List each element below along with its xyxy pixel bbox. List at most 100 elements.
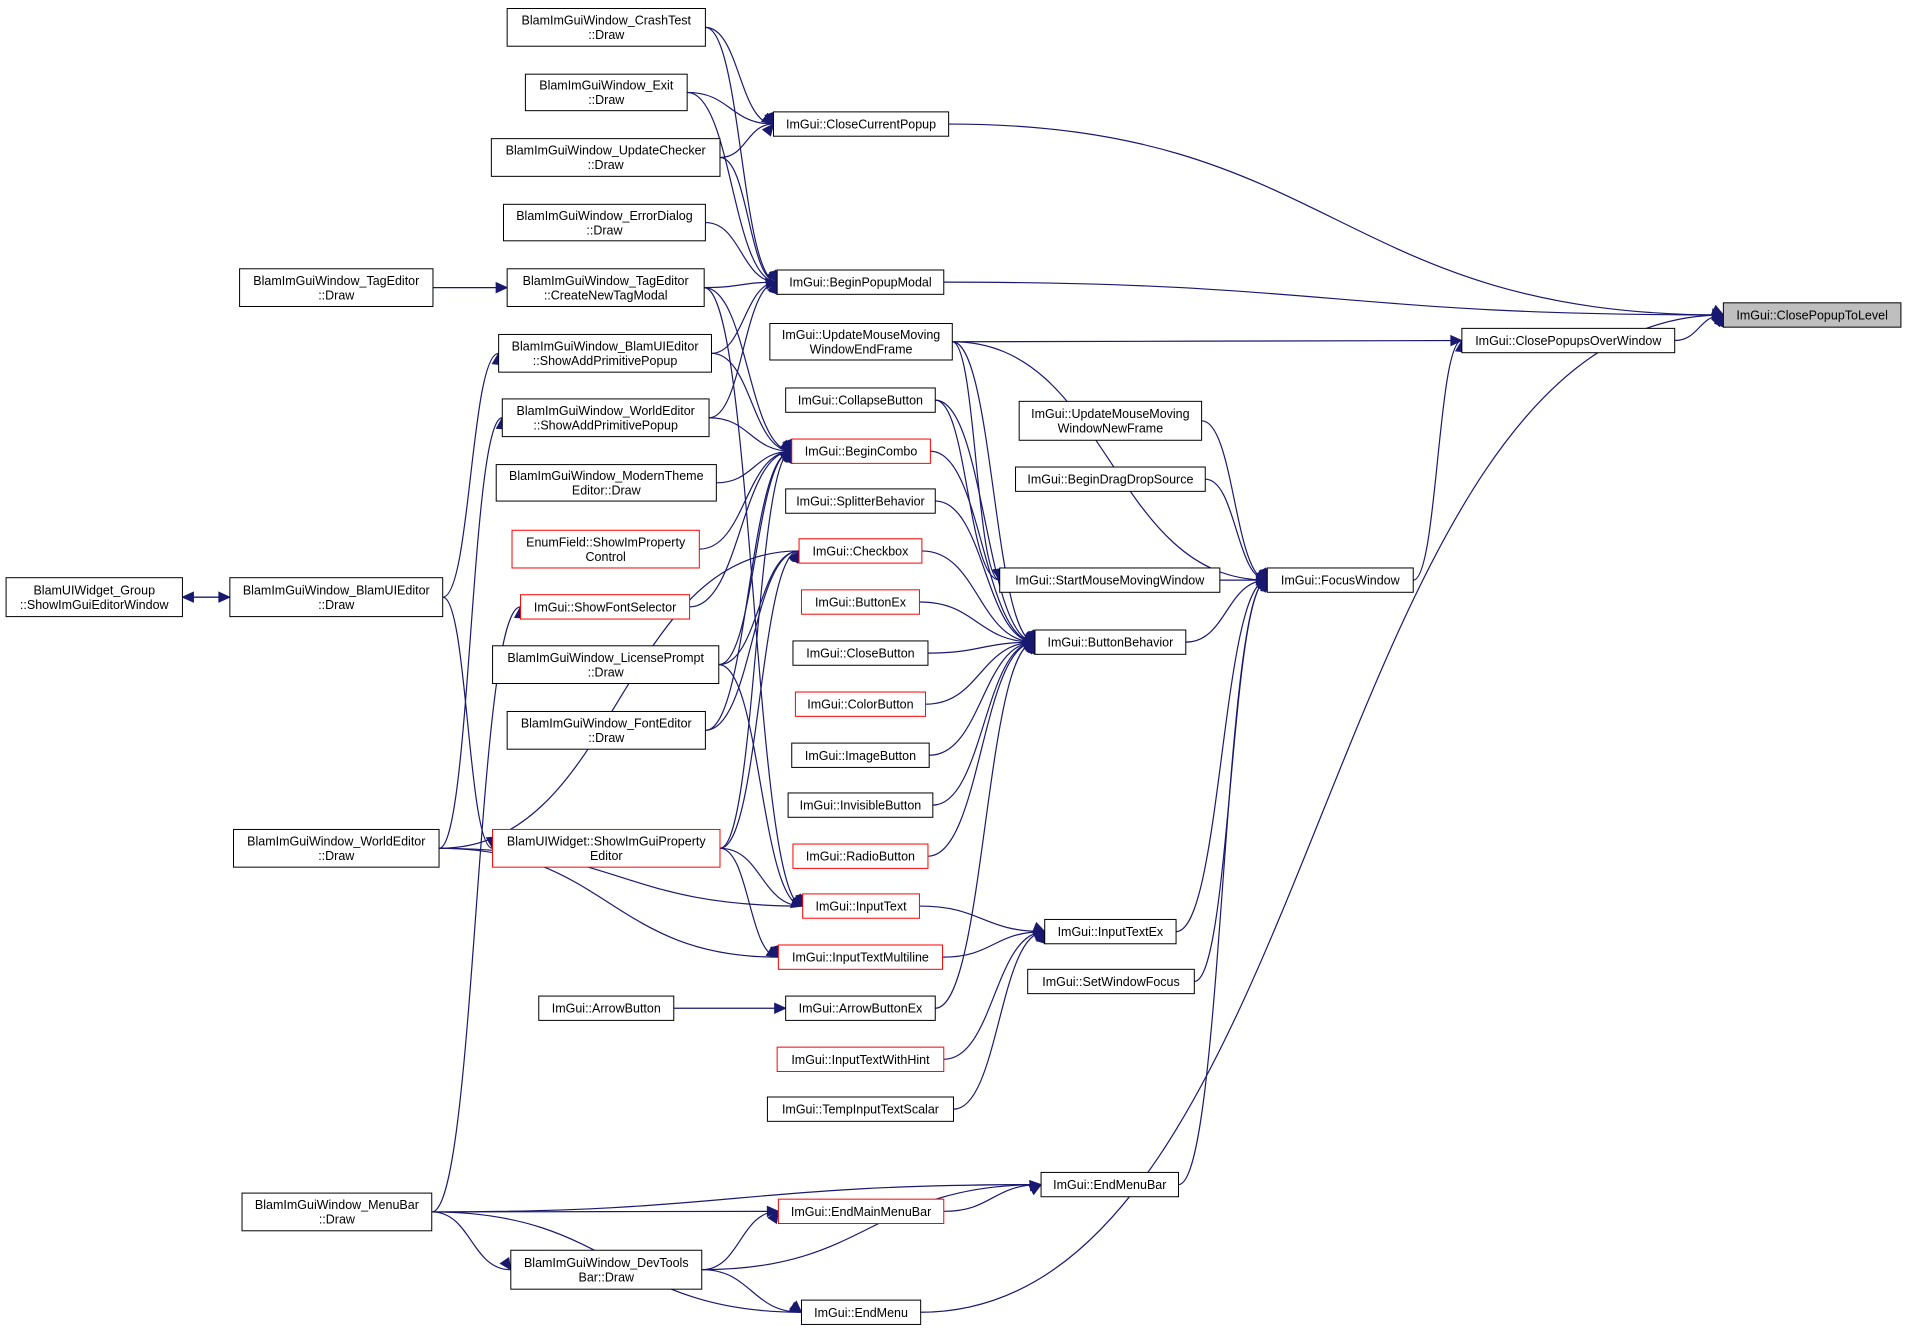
node-begindragdrop[interactable]: ImGui::BeginDragDropSource: [1015, 466, 1206, 492]
node-widget_group[interactable]: BlamUIWidget_Group::ShowImGuiEditorWindo…: [5, 577, 183, 618]
node-box: [777, 1198, 945, 1224]
node-endmainmenubar[interactable]: ImGui::EndMainMenuBar: [777, 1198, 945, 1224]
edge-arrowhead: [1028, 1184, 1043, 1195]
node-inputtext[interactable]: ImGui::InputText: [802, 893, 920, 919]
node-buttonex[interactable]: ImGui::ButtonEx: [800, 589, 920, 615]
node-invisiblebutton[interactable]: ImGui::InvisibleButton: [787, 792, 934, 818]
node-closepopuptolevel[interactable]: ImGui::ClosePopupToLevel: [1722, 302, 1902, 328]
node-blamui_addprim[interactable]: BlamImGuiWindow_BlamUIEditor::ShowAddPri…: [498, 333, 712, 373]
edge-startmousemoving-to-updatemousemoving_end: [952, 341, 1000, 581]
edge-begincombo-to-showprop: [719, 450, 792, 849]
node-label-line: ImGui::BeginPopupModal: [789, 276, 931, 290]
node-closepopupsover[interactable]: ImGui::ClosePopupsOverWindow: [1461, 327, 1676, 354]
edge-startmousemoving-to-collapsebutton: [935, 399, 1000, 581]
node-endmenubar[interactable]: ImGui::EndMenuBar: [1040, 1171, 1179, 1198]
node-label-line: ImGui::UpdateMouseMoving: [782, 328, 940, 342]
node-label-line: WindowNewFrame: [1058, 422, 1164, 436]
node-box: [1018, 400, 1203, 441]
node-arrowbutton[interactable]: ImGui::ArrowButton: [538, 995, 675, 1021]
node-errordialog[interactable]: BlamImGuiWindow_ErrorDialog::Draw: [503, 203, 706, 242]
node-label-line: ImGui::ButtonEx: [815, 596, 907, 610]
node-label-line: ImGui::BeginCombo: [805, 445, 918, 459]
edge-begincombo-to-fonteditor: [705, 450, 792, 731]
edge-devtools-to-menubar_draw: [431, 1211, 511, 1271]
node-endmenu[interactable]: ImGui::EndMenu: [800, 1299, 922, 1325]
node-label-line: ImGui::TempInputTextScalar: [782, 1103, 939, 1117]
node-arrowbuttonex[interactable]: ImGui::ArrowButtonEx: [785, 995, 936, 1021]
node-menubar_draw[interactable]: BlamImGuiWindow_MenuBar::Draw: [241, 1192, 433, 1232]
node-world_addprim[interactable]: BlamImGuiWindow_WorldEditor::ShowAddPrim…: [501, 398, 710, 438]
node-inputtexthint[interactable]: ImGui::InputTextWithHint: [776, 1046, 945, 1072]
node-startmousemoving[interactable]: ImGui::StartMouseMovingWindow: [999, 567, 1221, 593]
node-inputtextmulti[interactable]: ImGui::InputTextMultiline: [777, 944, 944, 970]
node-label-line: ::Draw: [588, 731, 625, 745]
node-label-line: ImGui::CloseCurrentPopup: [786, 118, 936, 132]
node-setwindowfocus[interactable]: ImGui::SetWindowFocus: [1027, 968, 1195, 995]
node-label-line: ImGui::InvisibleButton: [800, 799, 922, 813]
node-label-line: BlamImGuiWindow_WorldEditor: [247, 835, 425, 849]
edge-buttonbehavior-to-colorbutton: [925, 641, 1035, 705]
node-box: [785, 995, 936, 1021]
edge-begincombo-to-tageditor_modal: [704, 287, 792, 452]
node-box: [800, 589, 920, 615]
node-box: [776, 1046, 945, 1072]
node-collapsebutton[interactable]: ImGui::CollapseButton: [785, 387, 936, 413]
edge-closepopupsover-to-updatemousemoving_end: [952, 339, 1462, 343]
node-label-line: ImGui::InputTextWithHint: [791, 1053, 930, 1067]
node-tempinput[interactable]: ImGui::TempInputTextScalar: [766, 1096, 955, 1122]
node-inputtextex[interactable]: ImGui::InputTextEx: [1044, 918, 1177, 945]
node-buttonbehavior[interactable]: ImGui::ButtonBehavior: [1034, 629, 1187, 655]
edge-buttonbehavior-to-imagebutton: [929, 641, 1035, 756]
node-box: [524, 73, 688, 112]
edge-endmenubar-to-devtools: [701, 1183, 1042, 1271]
node-box: [792, 640, 929, 666]
edge-focuswindow-to-endmenubar: [1178, 579, 1268, 1186]
node-license[interactable]: BlamImGuiWindow_LicensePrompt::Draw: [492, 645, 720, 685]
node-radiobutton[interactable]: ImGui::RadioButton: [792, 843, 929, 869]
edge-inputtext-to-showprop: [719, 847, 803, 907]
node-closebutton[interactable]: ImGui::CloseButton: [792, 640, 929, 666]
node-showfont[interactable]: ImGui::ShowFontSelector: [520, 594, 691, 620]
node-label-line: ImGui::StartMouseMovingWindow: [1015, 574, 1205, 588]
node-label-line: BlamImGuiWindow_ModernTheme: [509, 469, 704, 483]
node-checkbox[interactable]: ImGui::Checkbox: [798, 538, 923, 564]
node-label-line: ImGui::ArrowButtonEx: [799, 1002, 923, 1016]
node-splitter[interactable]: ImGui::SplitterBehavior: [785, 488, 936, 514]
node-label-line: BlamImGuiWindow_TagEditor: [253, 274, 419, 288]
node-updatechecker[interactable]: BlamImGuiWindow_UpdateChecker::Draw: [490, 138, 721, 177]
node-box: [777, 944, 944, 970]
node-beginpopupmodal[interactable]: ImGui::BeginPopupModal: [776, 269, 945, 295]
node-blamui_draw[interactable]: BlamImGuiWindow_BlamUIEditor::Draw: [229, 577, 444, 618]
node-closecurrentpopup[interactable]: ImGui::CloseCurrentPopup: [773, 111, 950, 137]
node-colorbutton[interactable]: ImGui::ColorButton: [794, 691, 927, 717]
node-begincombo[interactable]: ImGui::BeginCombo: [791, 438, 931, 464]
node-box: [510, 1249, 703, 1290]
node-label-line: Editor::Draw: [572, 484, 642, 498]
node-label-line: Control: [586, 550, 626, 564]
node-crashtest[interactable]: BlamImGuiWindow_CrashTest::Draw: [506, 8, 706, 47]
edge-endmenubar-to-menubar_draw: [431, 1183, 1042, 1213]
node-label-line: BlamUIWidget::ShowImGuiProperty: [507, 835, 706, 849]
node-world_draw[interactable]: BlamImGuiWindow_WorldEditor::Draw: [233, 828, 440, 868]
edge-arrowhead: [774, 1002, 787, 1015]
node-label-line: BlamImGuiWindow_FontEditor: [521, 717, 692, 731]
node-label-line: ::Draw: [586, 223, 623, 237]
node-focuswindow[interactable]: ImGui::FocusWindow: [1266, 567, 1414, 593]
node-box: [776, 269, 945, 295]
node-box: [511, 529, 700, 569]
node-tageditor_draw[interactable]: BlamImGuiWindow_TagEditor::Draw: [239, 268, 434, 307]
node-tageditor_modal[interactable]: BlamImGuiWindow_TagEditor::CreateNewTagM…: [506, 268, 705, 307]
node-exit[interactable]: BlamImGuiWindow_Exit::Draw: [524, 73, 688, 112]
node-box: [766, 1096, 955, 1122]
node-fonteditor[interactable]: BlamImGuiWindow_FontEditor::Draw: [506, 710, 706, 750]
node-imagebutton[interactable]: ImGui::ImageButton: [791, 742, 930, 768]
edge-buttonbehavior-to-closebutton: [927, 641, 1035, 654]
edge-closepopuptolevel-to-beginpopupmodal: [943, 281, 1724, 316]
